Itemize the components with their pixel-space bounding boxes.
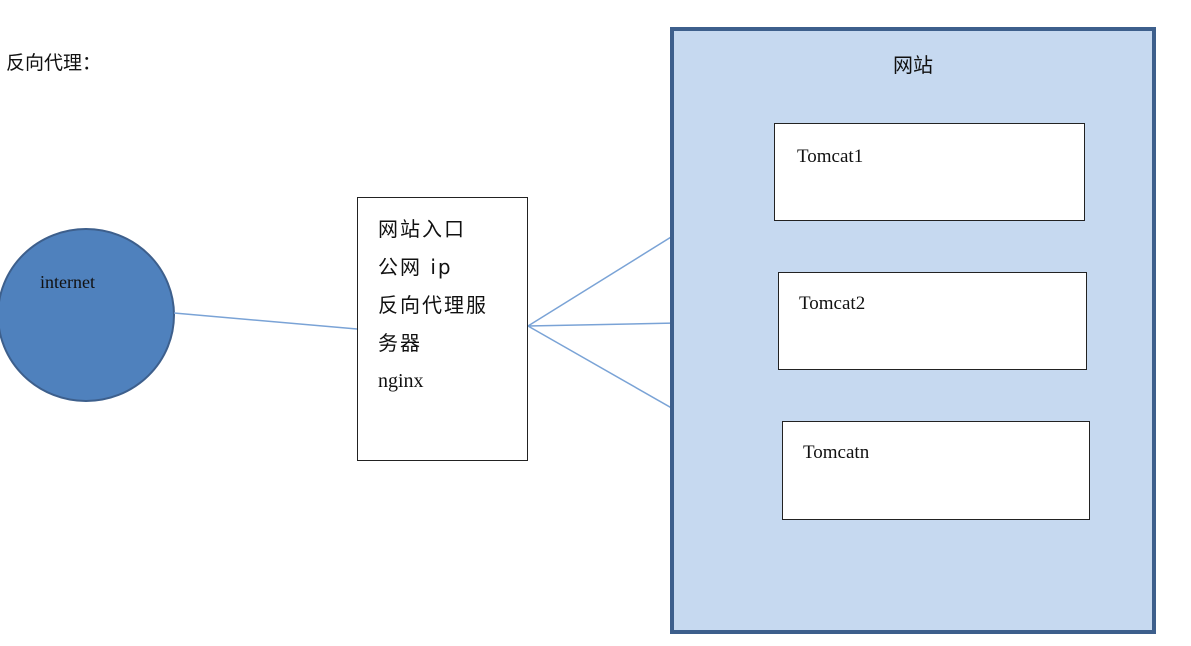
proxy-line-reverse-proxy: 反向代理服 — [378, 293, 488, 317]
tomcat-server-node: Tomcatn — [782, 421, 1090, 520]
diagram-heading: 反向代理： — [6, 52, 102, 74]
tomcat-server-node: Tomcat2 — [778, 272, 1087, 370]
proxy-line-entrance: 网站入口 — [378, 217, 466, 241]
tomcat-server-label: Tomcat1 — [797, 146, 864, 167]
reverse-proxy-node: 网站入口 公网 ip 反向代理服 务器 nginx — [357, 197, 528, 461]
website-title: 网站 — [893, 53, 933, 77]
internet-node — [0, 228, 175, 402]
proxy-line-server: 务器 — [378, 331, 422, 355]
proxy-line-public-ip: 公网 ip — [378, 255, 453, 279]
connector-internet-proxy — [173, 312, 358, 330]
internet-label: internet — [40, 272, 95, 292]
tomcat-server-node: Tomcat1 — [774, 123, 1085, 221]
tomcat-server-label: Tomcat2 — [799, 293, 866, 314]
tomcat-server-label: Tomcatn — [803, 442, 870, 463]
proxy-line-nginx: nginx — [378, 370, 424, 392]
